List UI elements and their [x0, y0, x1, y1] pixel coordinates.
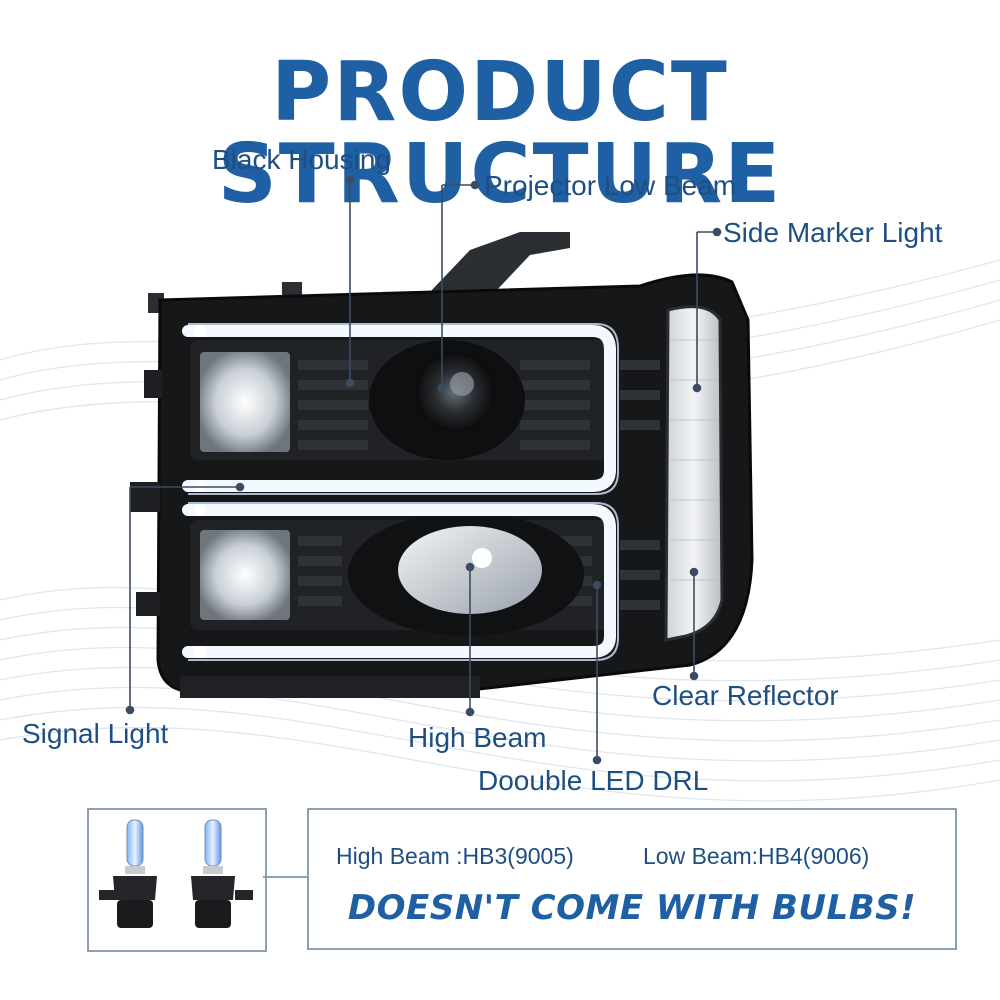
callout-signal-light: Signal Light [22, 718, 169, 749]
bulbs-panel [87, 808, 267, 952]
high-beam-spec: High Beam :HB3(9005) [336, 843, 574, 869]
callout-clear-reflector: Clear Reflector [652, 680, 839, 711]
callout-high-beam: High Beam [408, 722, 547, 753]
panel-connector [263, 876, 307, 878]
low-beam-spec: Low Beam:HB4(9006) [643, 843, 870, 869]
callout-projector-low-beam: Projector Low Beam [484, 170, 737, 201]
bulb-icon [99, 819, 253, 928]
callout-side-marker-light: Side Marker Light [723, 217, 943, 248]
page-title: PRODUCT STRUCTURE [217, 45, 783, 222]
bulb-spec-panel: High Beam :HB3(9005) Low Beam:HB4(9006) … [307, 808, 957, 950]
callout-black-housing: Black Housing [212, 144, 391, 175]
no-bulbs-warning: DOESN'T COME WITH BULBS! [347, 888, 917, 928]
callout-double-led-drl: Doouble LED DRL [478, 765, 709, 796]
